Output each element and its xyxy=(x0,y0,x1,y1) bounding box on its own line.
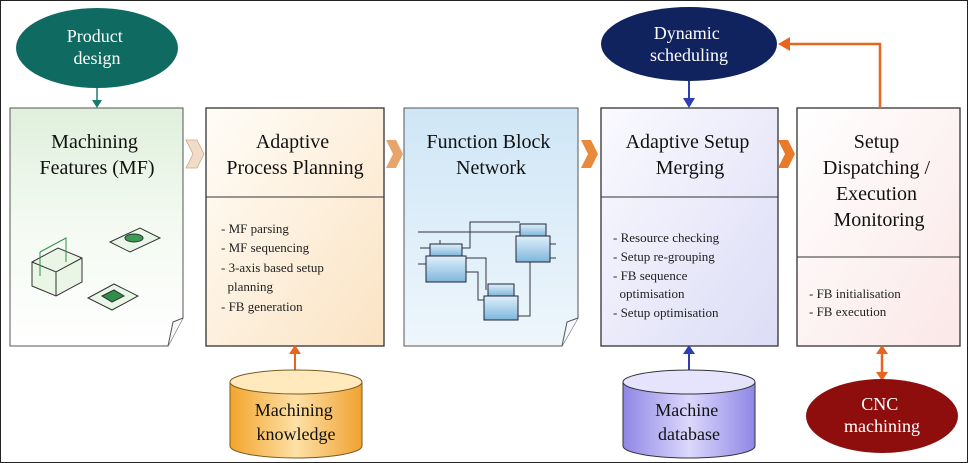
stage-asm-title-2: Merging xyxy=(656,157,725,179)
chevron-icon xyxy=(778,140,795,168)
stage-app-title-1: Adaptive xyxy=(256,131,329,153)
sdm-item: - FB execution xyxy=(809,304,887,319)
stage-setup-dispatching: Setup Dispatching / Execution Monitoring… xyxy=(796,107,961,347)
app-item: - MF sequencing xyxy=(221,240,310,255)
stage-sdm-title-4: Monitoring xyxy=(833,209,924,231)
svg-text:Adaptive Setup Merging: Adaptive Setup Merging xyxy=(626,131,755,179)
svg-text:Product design: Product design xyxy=(67,26,128,68)
oval-cnc-machining: CNC machining xyxy=(806,345,958,453)
stage-fbn-title-2: Network xyxy=(456,157,526,179)
app-item: - MF parsing xyxy=(221,221,289,236)
stage-machining-features: Machining Features (MF) xyxy=(9,107,184,347)
chevron-icon xyxy=(386,140,403,168)
sdm-item: - FB initialisation xyxy=(809,286,901,301)
asm-item: - Setup re-grouping xyxy=(613,249,715,264)
oval-dynamic-scheduling: Dynamic scheduling xyxy=(601,7,777,108)
asm-item: - Setup optimisation xyxy=(613,305,719,320)
flow-chevrons xyxy=(185,139,795,169)
function-block-network-sketch xyxy=(418,221,556,321)
svg-text:Dynamic scheduling: Dynamic scheduling xyxy=(650,23,728,65)
asm-item: - FB sequence xyxy=(613,268,688,283)
svg-text:Function Block Network: Function Block Network xyxy=(427,131,556,179)
asm-item: optimisation xyxy=(613,286,685,301)
stage-asm-title-1: Adaptive Setup xyxy=(626,131,750,153)
svg-text:Machining knowledge: Machining knowledge xyxy=(255,400,338,444)
stage-mf-title-1: Machining xyxy=(51,131,138,153)
stage-function-block-network: Function Block Network xyxy=(403,107,579,347)
chevron-icon xyxy=(185,139,205,169)
svg-text:- FB initialisation - FB: - FB initialisation - FB execution xyxy=(809,286,904,319)
app-item: - 3-axis based setup xyxy=(221,260,324,275)
db-machine-database: Machine database xyxy=(622,345,756,459)
app-item: - FB generation xyxy=(221,299,303,314)
machining-knowledge-label-2: knowledge xyxy=(257,424,336,444)
svg-text:Setup Dispatching /: Setup Dispatching / Execution Monitoring xyxy=(823,131,935,231)
cnc-machining-label-1: CNC xyxy=(861,394,898,414)
product-design-label-2: design xyxy=(74,48,121,68)
svg-text:Machining Features (MF): Machining Features (MF) xyxy=(40,131,155,179)
stage-app-title-2: Process Planning xyxy=(226,157,363,179)
machining-knowledge-label-1: Machining xyxy=(255,400,333,420)
dynamic-scheduling-label-2: scheduling xyxy=(650,45,728,65)
machining-feature-sketch xyxy=(31,227,162,311)
svg-text:CNC machining: CNC machining xyxy=(844,394,920,436)
stage-sdm-title-1: Setup xyxy=(854,131,900,153)
dynamic-scheduling-label-1: Dynamic xyxy=(654,23,720,43)
feedback-arrow xyxy=(778,37,882,108)
svg-text:Machine database: Machine database xyxy=(655,400,722,444)
db-machining-knowledge: Machining knowledge xyxy=(229,345,363,459)
stage-fbn-title-1: Function Block xyxy=(427,131,551,153)
machine-database-label-2: database xyxy=(658,424,720,444)
svg-text:- Resource checking - Se: - Resource checking - Setup re-grouping … xyxy=(613,230,720,320)
app-item: planning xyxy=(221,279,273,294)
chevron-icon xyxy=(581,140,598,168)
stage-sdm-title-3: Execution xyxy=(836,183,917,205)
stage-mf-title-2: Features (MF) xyxy=(40,157,155,179)
cnc-machining-label-2: machining xyxy=(844,416,920,436)
svg-text:- MF parsing - MF sequen: - MF parsing - MF sequencing - 3-axis ba… xyxy=(0,0,347,314)
stage-sdm-title-2: Dispatching / xyxy=(823,157,931,179)
asm-item: - Resource checking xyxy=(613,230,720,245)
oval-product-design: Product design xyxy=(16,8,178,108)
machine-database-label-1: Machine xyxy=(655,400,718,420)
stage-adaptive-setup-merging: Adaptive Setup Merging - Resource checki… xyxy=(600,107,779,347)
product-design-label-1: Product xyxy=(67,26,123,46)
svg-text:Adaptive Process Plannin: Adaptive Process Planning xyxy=(226,131,363,179)
